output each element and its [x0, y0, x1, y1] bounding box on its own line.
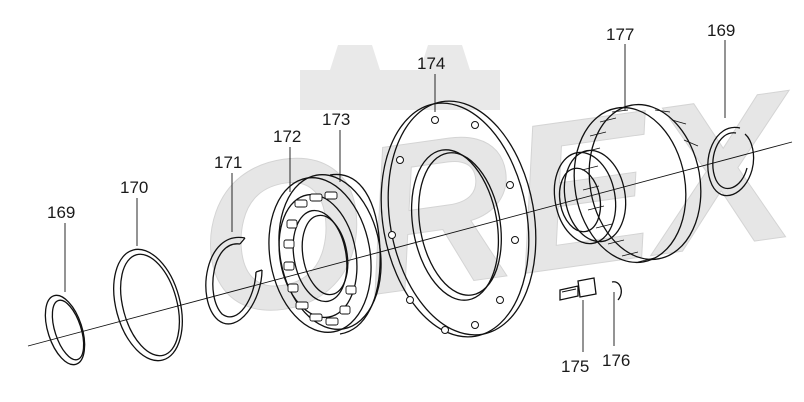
leader-lines: [64, 40, 726, 352]
label-173: 173: [322, 110, 350, 129]
part-170-ring: [113, 248, 183, 362]
bearing-rollers: [283, 191, 357, 326]
part-175-bolt: [559, 277, 597, 301]
bolt-holes: [388, 116, 519, 334]
watermark-gear: [300, 45, 500, 110]
label-169-left: 169: [47, 203, 75, 222]
part-174-cover-plate: [380, 100, 537, 338]
label-177: 177: [606, 25, 634, 44]
label-169-right: 169: [707, 21, 735, 40]
label-174: 174: [417, 54, 445, 73]
label-176: 176: [602, 351, 630, 370]
label-170: 170: [120, 178, 148, 197]
part-177-gear: [553, 103, 702, 264]
label-175: 175: [561, 357, 589, 376]
part-171-circlip: [205, 236, 263, 325]
center-axis-line: [27, 141, 793, 347]
part-169-left-circlip: [44, 294, 86, 366]
part-172-173-roller-bearing: [268, 173, 382, 335]
label-171: 171: [214, 153, 242, 172]
part-169-right-circlip: [707, 126, 755, 197]
label-172: 172: [273, 127, 301, 146]
part-176-washer: [611, 281, 622, 301]
